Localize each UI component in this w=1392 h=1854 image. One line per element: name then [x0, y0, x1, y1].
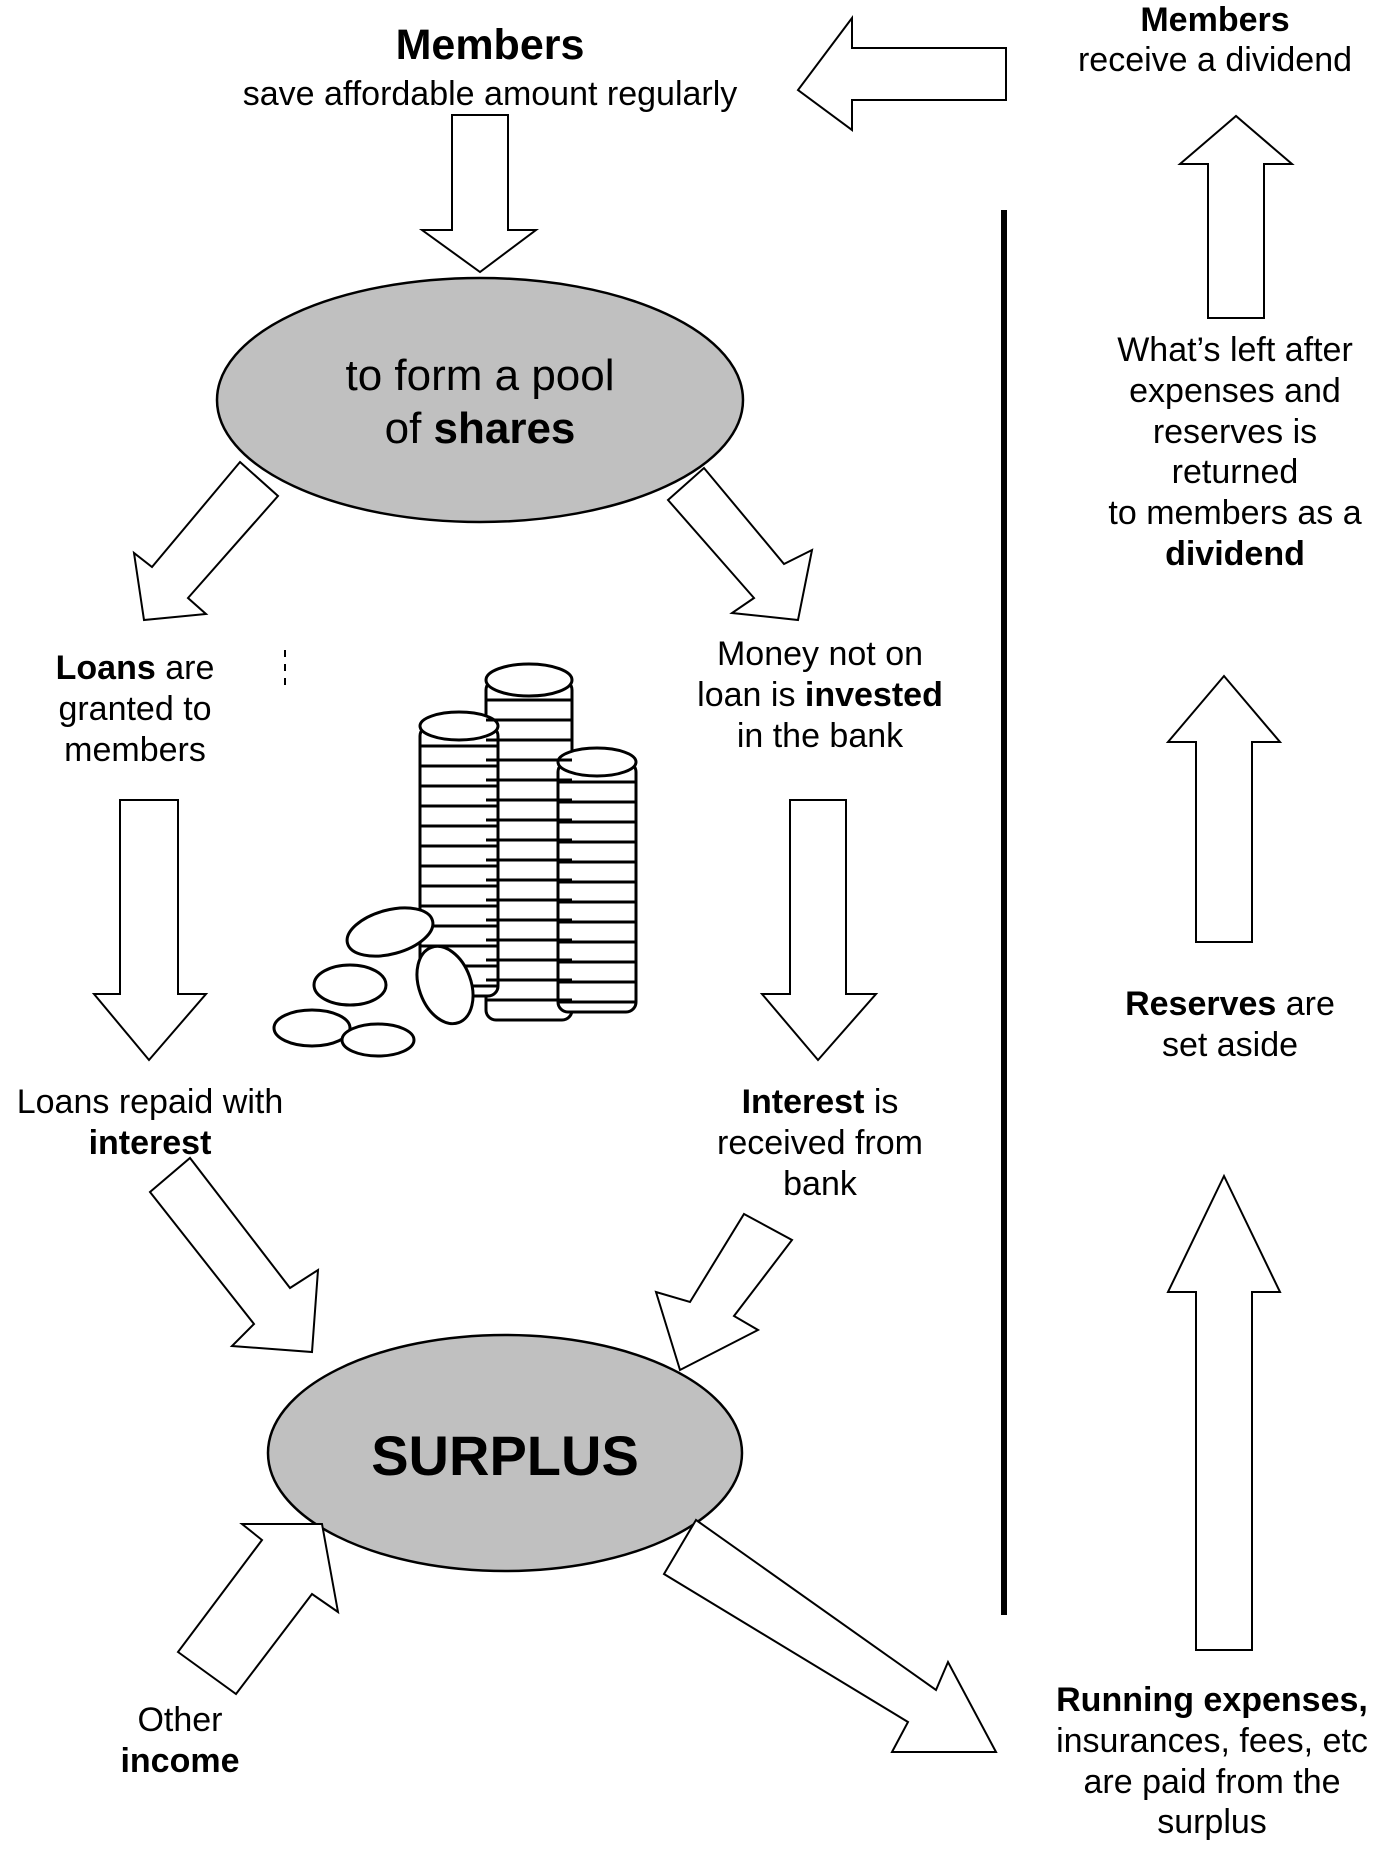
shares-line2-bold: shares	[433, 403, 576, 453]
arrow-members-to-shares	[418, 114, 539, 274]
invested-line2: loan is invested	[670, 675, 970, 716]
running-line2: insurances, fees, etc	[1056, 1721, 1368, 1760]
invested-line3: in the bank	[736, 716, 904, 755]
running-line1: Running expenses,	[1032, 1680, 1392, 1721]
arrow-reserves-up	[1165, 674, 1283, 943]
interest-rest1: is	[864, 1083, 899, 1121]
shares-line2: of shares	[250, 403, 710, 456]
arrow-dividend-to-members	[796, 15, 1007, 132]
other-income-label: Other income	[70, 1700, 290, 1782]
repaid-bold: interest	[88, 1123, 212, 1162]
reserves-line2: set aside	[1161, 1025, 1299, 1064]
interest-line1: Interest is	[670, 1082, 970, 1123]
arrow-surplus-to-expenses	[662, 1518, 998, 1753]
shares-label: to form a pool of shares	[250, 350, 710, 456]
coin-stack-icon	[272, 650, 638, 1058]
loans-bold: Loans	[55, 649, 156, 687]
running-expenses-label: Running expenses, insurances, fees, etc …	[1032, 1680, 1392, 1843]
whats-left-line5: to members as a	[1108, 494, 1362, 533]
whats-left-label: What’s left after expenses and reserves …	[1060, 330, 1392, 575]
arrow-income-to-surplus	[176, 1523, 340, 1696]
arrow-shares-to-invested	[666, 466, 814, 622]
interest-line2: received from	[717, 1123, 923, 1162]
running-line4: surplus	[1157, 1803, 1267, 1842]
other-income-line2: income	[70, 1741, 290, 1782]
reserves-label: Reserves are set aside	[1070, 984, 1390, 1066]
arrow-repaid-to-surplus	[148, 1156, 320, 1354]
loans-rest1: are	[155, 649, 215, 687]
loans-line1: Loans are	[0, 648, 270, 689]
arrow-expenses-to-reserves	[1166, 1173, 1282, 1651]
other-income-bold: income	[120, 1741, 240, 1780]
shares-ellipse	[215, 276, 745, 524]
whats-left-line6: dividend	[1060, 534, 1392, 575]
invested-line2-pre: loan is	[697, 675, 805, 714]
interest-line3: bank	[783, 1164, 857, 1203]
arrow-loans-down	[91, 799, 209, 1062]
whats-left-line3: reserves is	[1152, 412, 1318, 451]
arrow-dividend-up	[1177, 114, 1295, 319]
repaid-line1: Loans repaid with	[16, 1083, 284, 1121]
other-income-line1: Other	[137, 1701, 223, 1739]
dividend-members-title: Members	[1140, 1, 1290, 39]
repaid-label: Loans repaid with interest	[0, 1082, 300, 1164]
interest-bank-label: Interest is received from bank	[670, 1082, 970, 1204]
whats-left-bold: dividend	[1165, 534, 1305, 573]
repaid-line2: interest	[0, 1123, 300, 1164]
loans-line3: members	[64, 730, 206, 769]
whats-left-line4: returned	[1171, 453, 1299, 492]
arrow-invested-down	[759, 799, 879, 1062]
whats-left-line2: expenses and	[1129, 371, 1341, 410]
interest-bold: Interest	[741, 1083, 865, 1121]
shares-line1: to form a pool	[345, 351, 615, 400]
dividend-members-subtitle: receive a dividend	[1077, 41, 1353, 79]
top-members-title: Members	[395, 21, 585, 69]
loans-line2: granted to	[58, 689, 212, 728]
running-line3: are paid from the	[1083, 1762, 1341, 1801]
invested-line2-bold: invested	[804, 675, 943, 714]
surplus-ellipse	[266, 1333, 744, 1573]
reserves-line1: Reserves are	[1070, 984, 1390, 1025]
shares-line2-pre: of	[384, 403, 434, 453]
arrow-shares-to-loans	[132, 460, 280, 622]
reserves-rest1: are	[1276, 985, 1335, 1023]
surplus-label: SURPLUS	[371, 1424, 639, 1487]
whats-left-line1: What’s left after	[1117, 331, 1353, 369]
invested-line1: Money not on	[716, 635, 924, 673]
reserves-bold: Reserves	[1125, 985, 1277, 1023]
loans-label: Loans are granted to members	[0, 648, 270, 770]
invested-label: Money not on loan is invested in the ban…	[670, 634, 970, 756]
top-members-subtitle: save affordable amount regularly	[242, 75, 738, 113]
arrow-interest-to-surplus	[654, 1212, 794, 1372]
running-bold: Running expenses,	[1056, 1681, 1368, 1719]
